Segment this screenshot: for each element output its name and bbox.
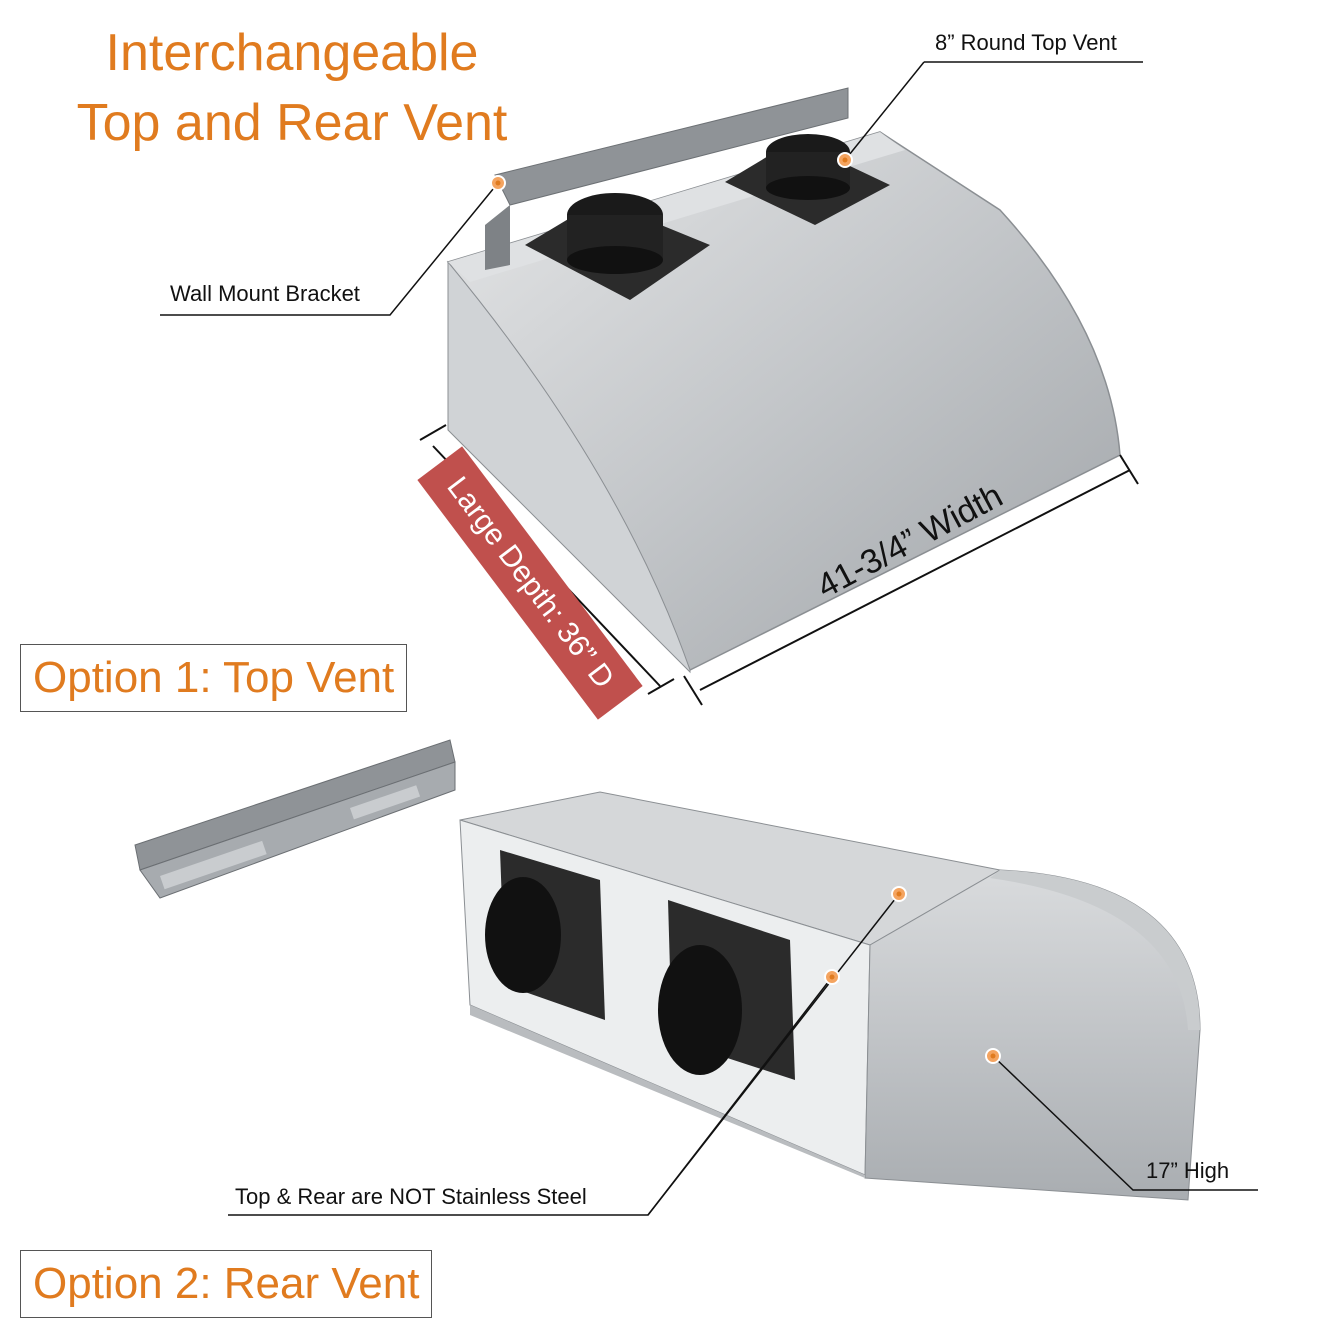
wall-mount-bracket-label: Wall Mount Bracket — [170, 281, 360, 306]
rear-vent-hood — [459, 791, 1201, 1201]
rear-vent-right — [658, 900, 795, 1080]
option-1-box: Option 1: Top Vent — [20, 644, 408, 712]
title-line-2: Top and Rear Vent — [76, 94, 508, 152]
callout-lines-top — [160, 61, 1143, 316]
page-title: Interchangeable Top and Rear Vent — [12, 18, 572, 158]
top-vent-right — [725, 134, 890, 225]
callout-lines-bottom — [228, 893, 1258, 1216]
rear-vent-left — [485, 850, 605, 1020]
height-label: 17” High — [1146, 1158, 1230, 1183]
top-vent-left — [525, 193, 710, 300]
loose-wall-bracket — [134, 739, 456, 899]
top-vent-hood — [446, 87, 1121, 674]
option-2-box: Option 2: Rear Vent — [20, 1250, 433, 1318]
not-stainless-label: Top & Rear are NOT Stainless Steel — [235, 1184, 587, 1209]
title-line-1: Interchangeable — [105, 24, 479, 82]
round-top-vent-label: 8” Round Top Vent — [935, 30, 1117, 55]
